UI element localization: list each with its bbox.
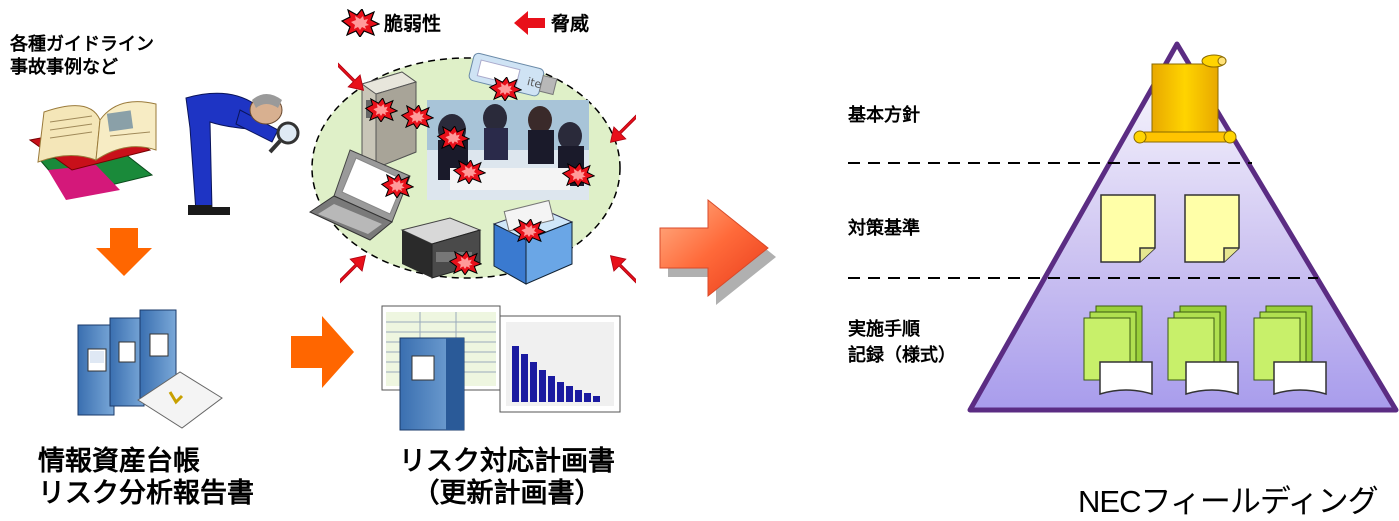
procedure-document-stack-icon (1167, 305, 1239, 396)
risk-plan-caption-line: リスク対応計画書 (399, 446, 615, 477)
guidelines-label-line: 各種ガイドライン (10, 34, 154, 55)
standards-document-icon (1100, 194, 1156, 263)
meeting-photo-icon (427, 100, 589, 200)
vulnerability-legend-icon (341, 9, 380, 37)
usb-label: ite (526, 75, 543, 91)
threat-legend-label: 脅威 (551, 13, 590, 35)
risk-plan-documents-icon (381, 305, 621, 431)
guidelines-label: 各種ガイドライン 事故事例など (10, 33, 154, 79)
book-icon (28, 101, 157, 200)
investigator-icon (185, 92, 300, 215)
standards-document-icon (1184, 194, 1240, 263)
pyramid-level-label-line: 記録（様式） (848, 345, 956, 366)
procedure-document-stack-icon (1083, 305, 1153, 396)
big-right-arrow (659, 198, 776, 305)
down-arrow (96, 228, 152, 276)
laptop-icon (308, 149, 411, 241)
policy-scroll-icon (1133, 54, 1237, 144)
risk-plan-caption: リスク対応計画書 （更新計画書） (382, 446, 632, 510)
pyramid-level-label: 基本方針 (848, 105, 920, 126)
threat-legend-icon (514, 11, 545, 35)
company-footer: NECフィールディング (1078, 484, 1379, 519)
diagram-canvas: ite (28, 9, 1399, 431)
right-arrow-small (291, 316, 354, 388)
usb-icon: ite (468, 52, 558, 97)
asset-ledger-caption-line: リスク分析報告書 (38, 478, 254, 509)
pyramid-level-label-line: 実施手順 (848, 319, 920, 340)
risk-plan-caption-line: （更新計画書） (412, 478, 602, 509)
binders-icon (77, 309, 223, 429)
vulnerability-legend-label: 脆弱性 (384, 13, 442, 35)
asset-ledger-caption: 情報資産台帳 リスク分析報告書 (38, 446, 254, 510)
procedure-document-stack-icon (1253, 305, 1327, 396)
pyramid-level-label: 実施手順 記録（様式） (848, 317, 956, 369)
guidelines-label-line: 事故事例など (10, 57, 118, 78)
pyramid-level-label: 対策基準 (848, 218, 920, 239)
asset-ledger-caption-line: 情報資産台帳 (38, 446, 200, 477)
